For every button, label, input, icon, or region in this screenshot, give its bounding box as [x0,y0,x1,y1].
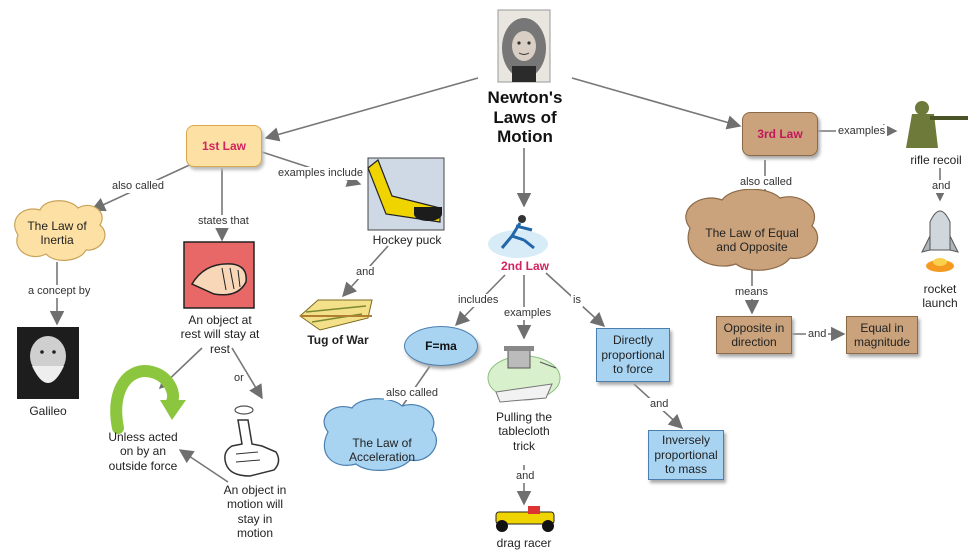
acceleration-cloud [323,398,438,471]
node-unless: Unless acted on by an outside force [108,430,178,473]
link-is: is [571,294,583,308]
node-galileo: Galileo [29,404,67,418]
newton-portrait [497,9,551,83]
link-states-that: states that [196,215,251,229]
node-tug: Tug of War [307,333,369,347]
node-equal-magnitude: Equal in magnitude [846,316,918,354]
link-examples-2: examples [502,307,554,321]
node-equal-opposite: The Law of Equal and Opposite [705,226,799,255]
node-opposite-direction: Opposite in direction [716,316,792,354]
node-motion: An object in motion will stay in motion [223,483,287,541]
node-rocket-launch: rocket launch [922,282,958,311]
link-and-opposite: and [806,328,829,342]
galileo-portrait [17,327,79,399]
pointing-hand-clipart [224,405,280,477]
node-drag-racer: drag racer [496,536,552,550]
link-and-hockey: and [354,266,377,280]
link-and-rifle: and [930,180,953,194]
node-law1: 1st Law [186,125,262,167]
node-inversely-proportional: Inversely proportional to mass [648,430,724,480]
link-and-direct: and [648,398,671,412]
link-also-called-2: also called [384,387,440,401]
node-acceleration: The Law of Acceleration [348,436,416,465]
link-also-called-3: also called [738,176,794,190]
rifle-shooter-clipart [906,101,968,148]
drag-racer-clipart [495,506,555,532]
link-examples-include: examples include [276,167,365,181]
link-means: means [733,286,771,300]
green-arrowhead [160,400,186,420]
link-concept-by: a concept by [26,285,93,299]
node-rifle-recoil: rifle recoil [910,153,962,167]
arrow-rest-motion [231,347,263,400]
green-curved-arrow [110,365,179,434]
tug-of-war-clipart [299,299,373,331]
node-tablecloth: Pulling the tablecloth trick [495,410,553,453]
skater-clipart [488,215,548,258]
node-inertia: The Law of Inertia [27,219,87,248]
arrow-motion-unless [178,449,229,483]
node-rest: An object at rest will stay at rest [180,313,260,356]
rocket-clipart [921,210,959,272]
link-includes: includes [456,294,501,308]
link-or: or [232,372,246,386]
node-hockey: Hockey puck [372,233,442,247]
link-examples-3: examples [836,125,888,139]
arrow-title-law1 [264,77,479,142]
tablecloth-clipart [487,346,561,403]
node-law3: 3rd Law [742,112,818,156]
inertia-cloud [14,200,106,261]
node-law2: 2nd Law [500,259,549,273]
arrow-title-law3 [571,77,742,130]
node-directly-proportional: Directly proportional to force [596,328,670,382]
equal-opposite-cloud [685,188,819,271]
page-title: Newton's Laws of Motion [487,88,563,147]
link-also-called-1: also called [110,180,166,194]
fist-clipart [183,241,255,309]
link-and-tablecloth: and [514,470,537,484]
hockey-clipart [367,157,445,231]
node-fma: F=ma [404,326,478,366]
